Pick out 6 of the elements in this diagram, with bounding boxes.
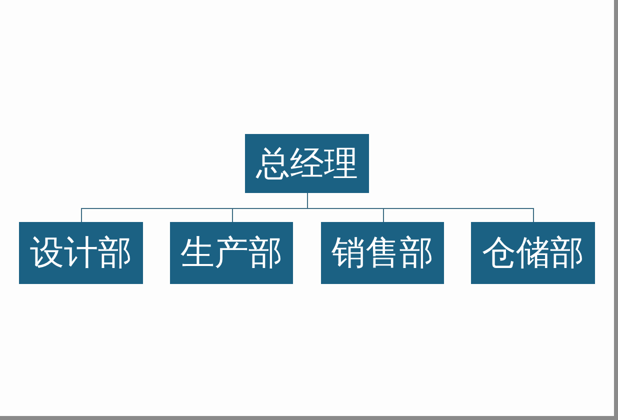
manager-box: 总经理 [245,134,369,193]
connector-line [307,192,534,222]
department-box: 销售部 [321,222,444,284]
department-box: 生产部 [170,222,293,284]
department-box: 设计部 [19,222,143,284]
department-box: 仓储部 [471,222,595,284]
